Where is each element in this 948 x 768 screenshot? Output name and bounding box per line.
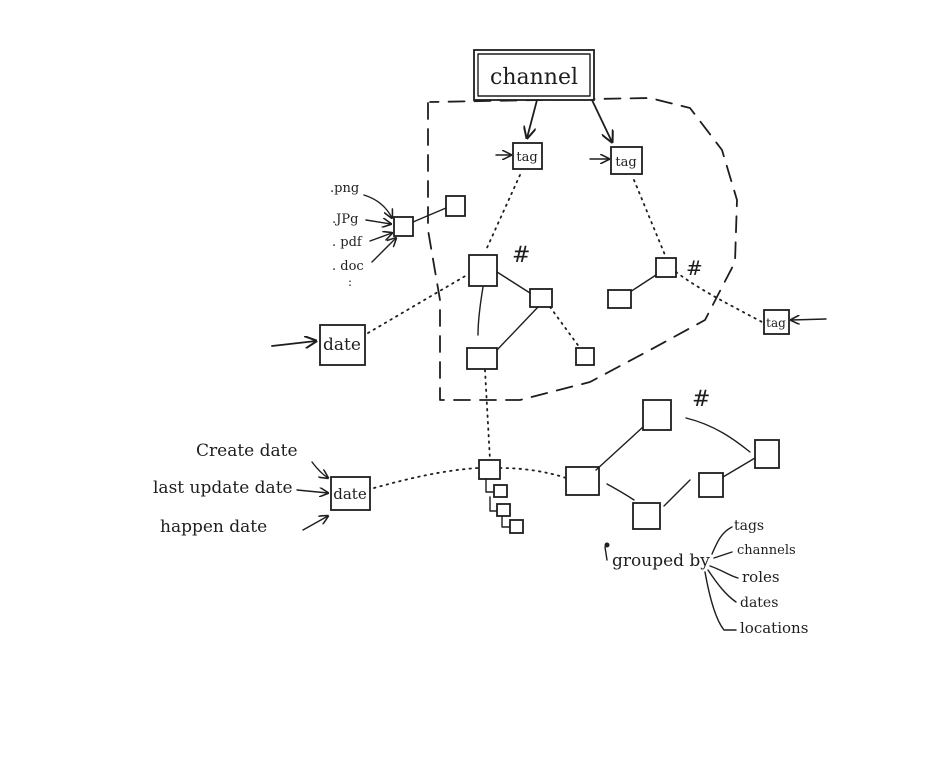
hash-mark-right: # [686,256,703,280]
grouping-option-tags: tags [734,518,764,534]
channel-box-inner [477,53,591,97]
link-mid-to-bottom [496,306,539,351]
node-network-bottom [632,502,661,530]
channel-label: channel [490,65,578,90]
arrow-happen-date [302,516,328,531]
link-right-root-to-child [629,274,657,293]
link-chain-1 [485,478,495,493]
node-network-left [565,466,600,496]
grouping-branch-channels [713,551,733,559]
node-lower-chain-head [478,459,501,480]
arrow-create-date [311,461,328,478]
grouping-title: grouped by [612,551,710,571]
link-top-to-right [685,417,751,453]
arrow-pdf [369,233,392,242]
dotted-link-date-to-tree [367,274,468,334]
link-left-to-bottom [606,483,635,501]
grouping-option-dates: dates [740,595,778,611]
dotted-link-mid-to-small [549,306,581,349]
node-lower-chain-3 [509,519,524,534]
tag-box-right [610,146,643,175]
grouping-option-locations: locations [740,619,808,637]
node-tree-left-root [468,254,498,287]
file-type-jpg: .JPg [332,212,358,227]
dotted-link-tag-left-to-node [485,174,521,251]
dotted-link-right-root-to-tag [675,271,763,323]
dotted-link-tree-to-lower [484,369,491,461]
grouping-branch-dates [707,569,737,603]
file-node-parent [445,195,466,217]
link-chain-3 [501,515,512,528]
channel-box-outer [473,49,595,101]
date-label-middle: date [323,335,361,355]
tag-label-left: tag [516,150,537,165]
file-type-more: : [348,275,352,289]
node-tree-right-child [607,289,632,309]
grouping-bullet [604,542,610,548]
date-type-last-update: last update date [153,478,293,498]
link-chain-2 [489,496,499,512]
arrow-jpg [365,220,391,224]
link-mid-right-to-right [722,457,756,478]
arrow-channel-to-tag-right [591,99,612,142]
dotted-link-chain-to-network [499,467,567,479]
link-root-to-bottom-left [477,286,484,336]
arrow-into-date-middle [271,341,316,346]
hash-mark-network: # [692,387,710,412]
grouping-option-channels: channels [737,543,796,558]
grouping-branch-roles [709,565,739,579]
hash-mark-left: # [512,243,530,268]
node-tree-left-small [575,347,595,366]
tag-label-external: tag [766,316,786,330]
link-file-node [412,207,447,223]
date-box-middle [319,324,366,366]
node-network-mid-right [698,472,724,498]
date-label-lower: date [333,485,367,503]
arrow-png [363,194,392,218]
date-type-create: Create date [196,441,298,461]
arrow-into-tag-external [791,319,827,320]
date-box-lower [330,476,371,511]
grouping-bullet-stem [604,546,608,561]
node-tree-left-bottom [466,347,498,370]
tag-label-right: tag [615,155,636,170]
tag-box-left [512,142,543,170]
node-network-right [754,439,780,469]
date-type-happen: happen date [160,517,267,537]
grouping-branch-locations [704,571,737,631]
file-type-doc: . doc [332,259,364,274]
dotted-link-tag-right-to-node [633,179,666,256]
dotted-link-date-to-chain [373,467,479,489]
arrow-doc [371,238,396,263]
node-tree-right-root [655,257,677,278]
grouping-option-roles: roles [742,568,780,586]
link-root-to-mid [496,271,531,294]
file-type-pdf: . pdf [332,235,363,250]
arrow-last-update-date [296,490,328,493]
tag-box-external [763,309,790,335]
node-lower-chain-1 [493,484,508,498]
link-bottom-to-mid-right [663,479,691,507]
node-lower-chain-2 [496,503,511,517]
node-network-top [642,399,672,431]
arrow-channel-to-tag-left [527,99,538,138]
node-tree-left-mid [529,288,553,308]
link-left-to-top [595,426,644,471]
grouping-branch-tags [711,526,733,555]
channel-boundary [427,97,738,401]
file-node [393,216,414,237]
file-type-png: .png [330,181,359,196]
